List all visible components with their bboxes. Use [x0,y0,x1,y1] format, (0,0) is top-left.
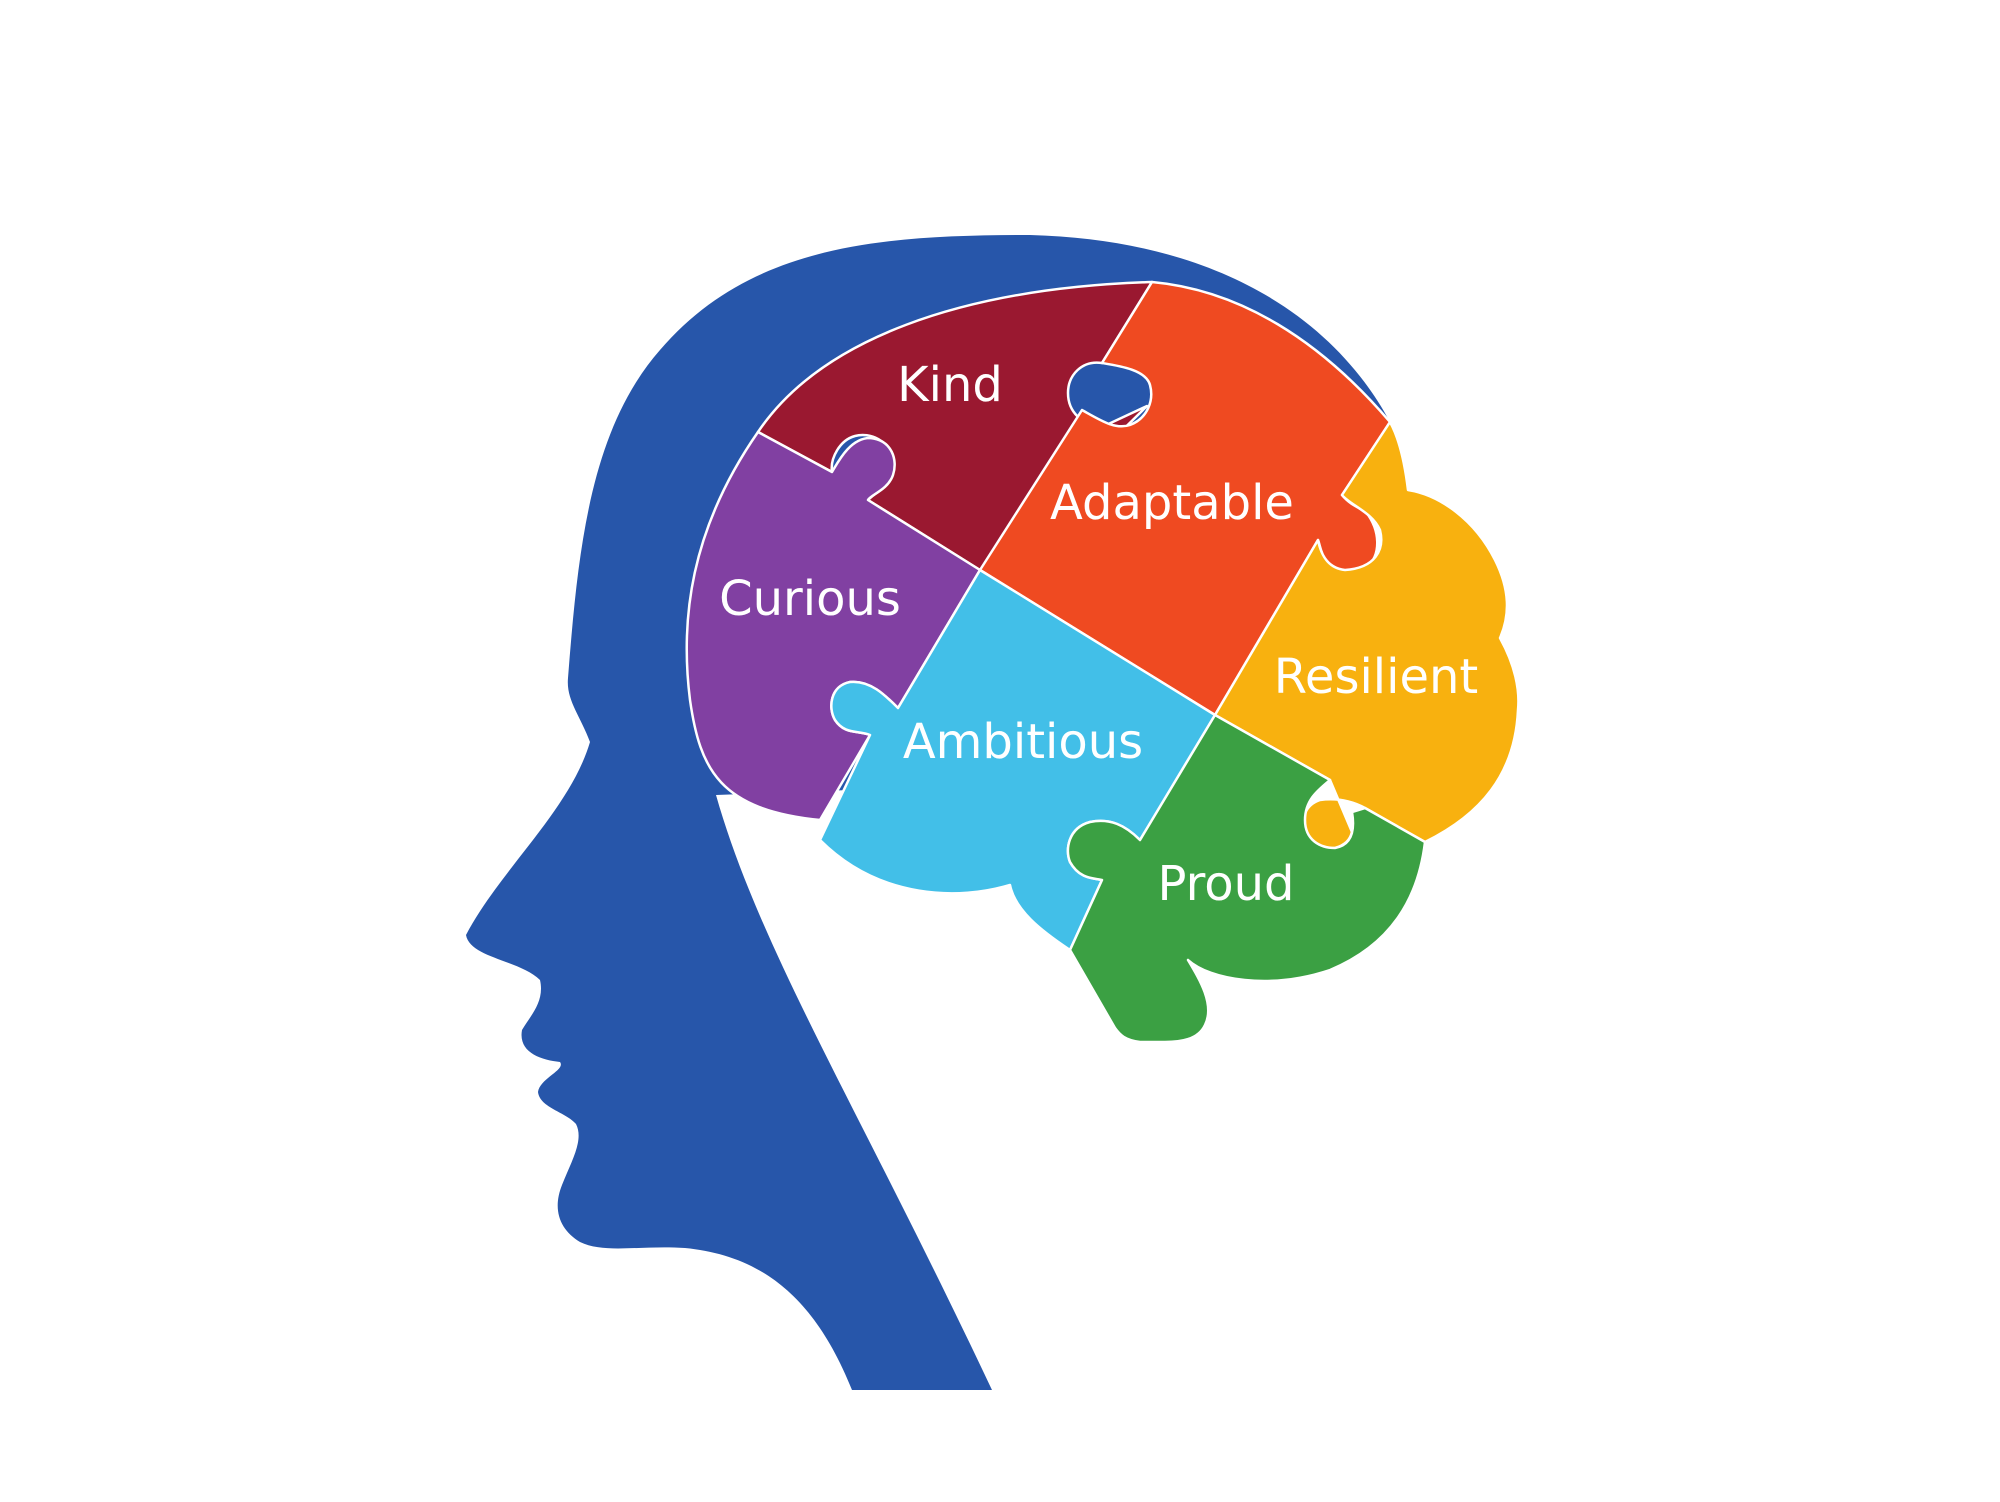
label-ambitious: Ambitious [903,714,1143,770]
puzzle-piece-proud [1066,713,1427,1044]
label-resilient: Resilient [1274,649,1479,705]
label-kind: Kind [897,357,1003,413]
label-adaptable: Adaptable [1050,475,1294,531]
puzzle-piece-kind [756,280,1154,572]
label-proud: Proud [1157,856,1294,912]
puzzle-piece-resilient [1213,420,1520,850]
label-curious: Curious [719,571,901,627]
